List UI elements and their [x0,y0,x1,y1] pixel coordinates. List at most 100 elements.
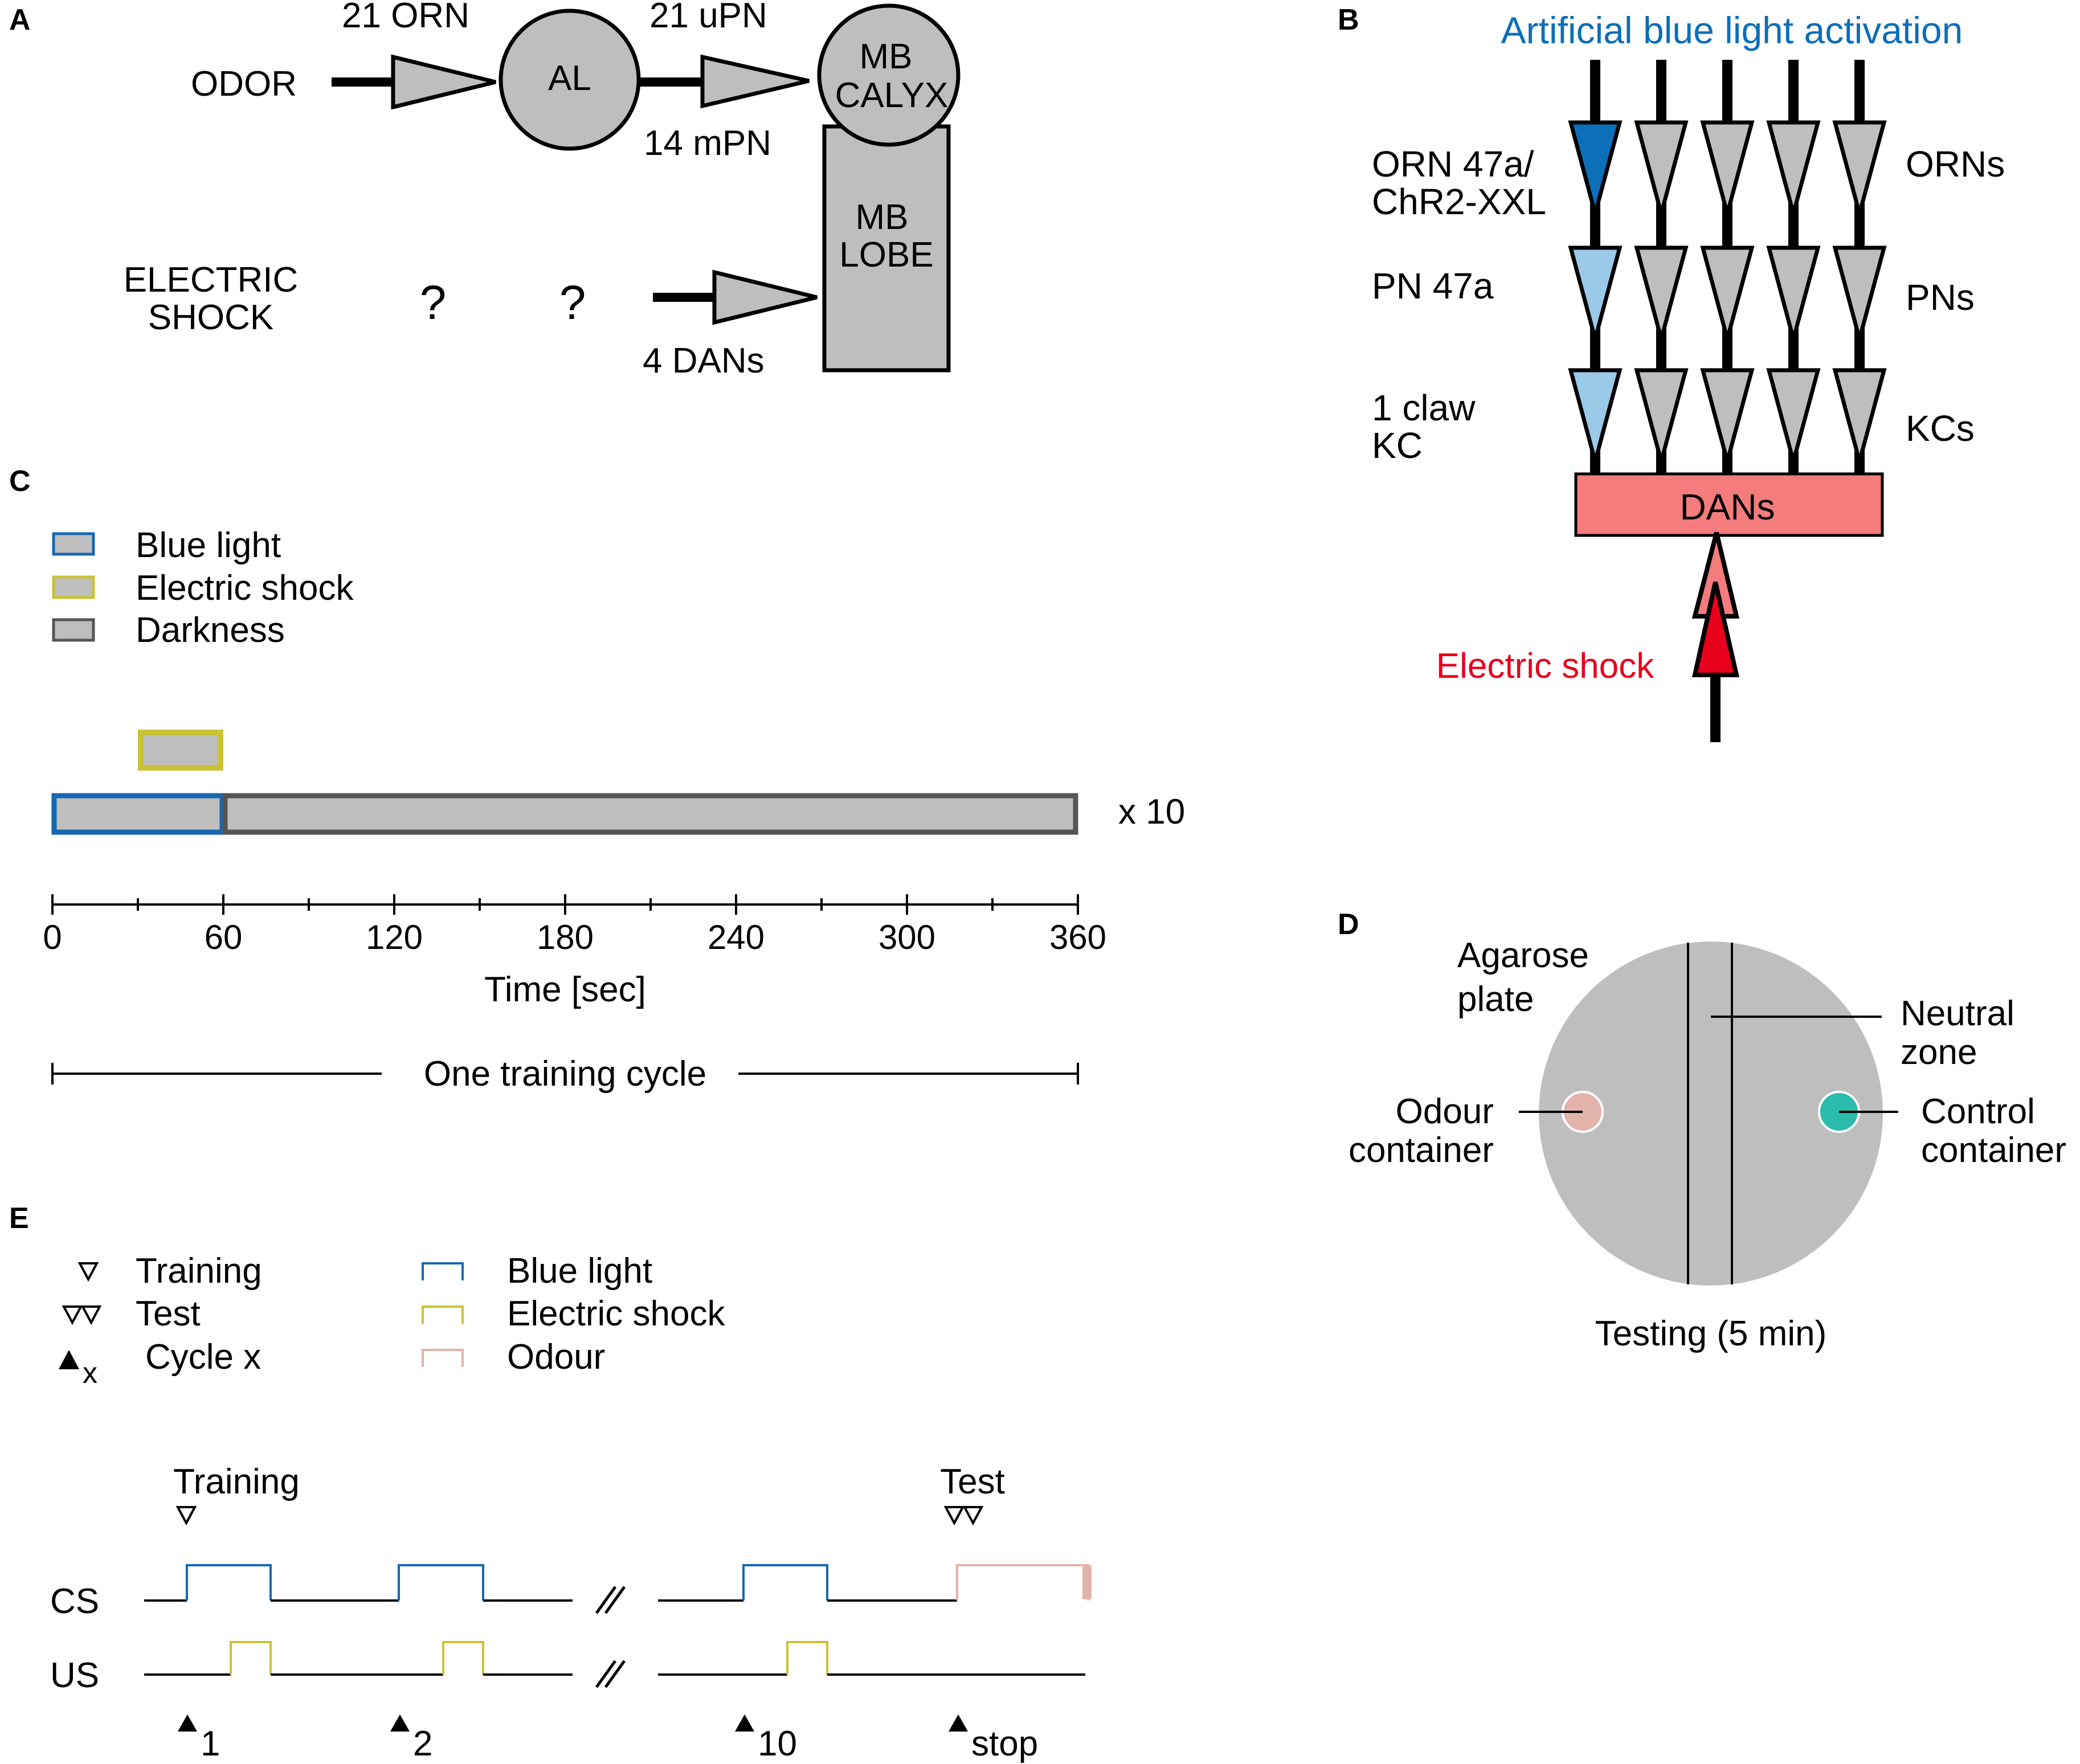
odor-label: ODOR [191,64,297,104]
cycle-10-marker-icon [735,1714,754,1732]
us-break-mark-1 [595,1660,617,1688]
pn-47a-triangle [1568,245,1623,347]
pns-label: PNs [1906,277,1975,318]
dans-box [1574,472,1884,537]
legend-blue-light-pulse-icon [422,1262,464,1280]
legend-swatch-darkness [52,618,95,642]
cs-break-mark-1 [595,1586,617,1614]
panel-e-letter: E [9,1202,29,1235]
cs-break-mark-2 [604,1586,626,1614]
panel-e: E x Training Test Cycle x Blue light Ele… [9,1202,1092,1763]
mpn-label: 14 mPN [644,124,771,163]
orn-47a-label-line1: ORN 47a/ [1372,144,1534,185]
panel-b: B Artificial blue light activation ORN [1338,3,2005,742]
neutral-label-line1: Neutral [1901,994,2014,1033]
mb-calyx [817,3,961,147]
upn-label: 21 uPN [649,0,767,35]
timeline-blue-light-block [51,793,225,835]
orn-triangle-4 [1766,120,1821,222]
test-symbol-icon-2 [80,1305,102,1325]
mb-lobe-line2: LOBE [839,235,933,275]
control-label-line2: container [1921,1131,2066,1170]
test-marker-icon-2 [962,1506,984,1526]
odor-arrow-shaft [332,77,393,87]
legend-darkness: Darkness [136,611,285,650]
training-cycle-label: One training cycle [424,1054,706,1094]
tick-label-60: 60 [205,918,243,956]
legend-test: Test [136,1294,201,1333]
mb-lobe [822,124,951,373]
timeline-darkness-block [222,793,1078,835]
legend-electric-shock: Electric shock [136,568,354,608]
stop-marker-icon [949,1714,968,1732]
test-label: Test [940,1462,1005,1501]
cs-label: CS [50,1582,99,1621]
upn-arrow-shaft [639,77,702,87]
panel-a-letter: A [9,3,31,36]
electric-shock-label: Electric shock [1436,646,1654,686]
legend-odour-e: Odour [507,1337,605,1377]
cs-pulse-cycle-10 [742,1564,828,1601]
cycle-2-label: 2 [413,1724,432,1763]
orn-label: 21 ORN [342,0,469,35]
tick-label-300: 300 [878,918,935,956]
shock-label-line1: ELECTRIC [124,260,299,300]
kc-label-line2: KC [1372,425,1423,466]
legend-blue-light: Blue light [136,526,281,565]
cycle-2-marker-icon [390,1714,410,1732]
panel-c: C Blue light Electric shock Darkness x 1… [9,465,1185,1094]
cs-pulse-cycle-1 [186,1564,272,1601]
neuron-columns [1568,60,1887,481]
cs-odour-end-mark [1082,1565,1092,1599]
al-label: AL [548,59,591,98]
orn-47a-triangle [1568,120,1623,222]
tick-label-360: 360 [1049,918,1106,956]
orn-47a-label-line2: ChR2-XXL [1372,181,1546,222]
blue-activation-title: Artificial blue light activation [1501,9,1963,51]
orn-triangle-3 [1700,120,1755,222]
us-pulse-cycle-2 [442,1641,484,1675]
dans-box-label: DANs [1679,486,1775,527]
time-axis-label: Time [sec] [484,970,646,1009]
pn-triangle-2 [1634,245,1689,347]
pn-47a-label: PN 47a [1372,265,1494,306]
panel-a: A ODOR 21 ORN AL 21 uPN 14 mPN MB CALYX … [9,0,961,380]
panel-d: D Agarose plate Neutral zone Odour conta… [1338,908,2066,1353]
pn-triangle-3 [1700,245,1755,347]
question-mark-1: ? [420,276,447,329]
tick-label-120: 120 [366,918,423,956]
neutral-label-line2: zone [1901,1033,1977,1072]
tick-label-0: 0 [43,918,62,956]
orns-label: ORNs [1906,144,2005,185]
dan-triangle [712,269,818,325]
legend-electric-shock-e: Electric shock [507,1294,725,1333]
legend-shock-pulse-icon [422,1305,464,1324]
cycle-1-label: 1 [201,1724,220,1763]
agarose-label-line1: Agarose [1457,936,1589,975]
legend-cycle-x: Cycle x [145,1337,261,1377]
cycle-marker-subscript: x [83,1357,97,1390]
panel-b-letter: B [1338,3,1359,36]
test-marker-icon-1 [943,1506,965,1526]
question-mark-2: ? [559,276,586,329]
kc-label-line1: 1 claw [1372,387,1476,428]
repeat-label: x 10 [1118,792,1185,832]
shock-arrow-shaft [1710,675,1721,742]
timeline-shock-block [138,730,223,771]
legend-blue-light-e: Blue light [507,1251,652,1291]
time-axis-ticks [51,894,1079,915]
cycle-1-marker-icon [178,1714,197,1732]
kc-triangle-3 [1700,368,1755,469]
dans-label: 4 DANs [643,341,765,380]
cs-odour-pulse [956,1564,1089,1601]
pn-triangle-4 [1766,245,1821,347]
kc-triangle-4 [1766,368,1821,469]
panel-c-letter: C [9,465,31,498]
us-pulse-cycle-1 [230,1641,272,1675]
shock-label-line2: SHOCK [148,298,273,337]
agarose-plate [1539,942,1883,1286]
kc-triangle-2 [1634,368,1689,469]
tick-label-240: 240 [708,918,765,956]
odour-label-line1: Odour [1396,1092,1494,1131]
